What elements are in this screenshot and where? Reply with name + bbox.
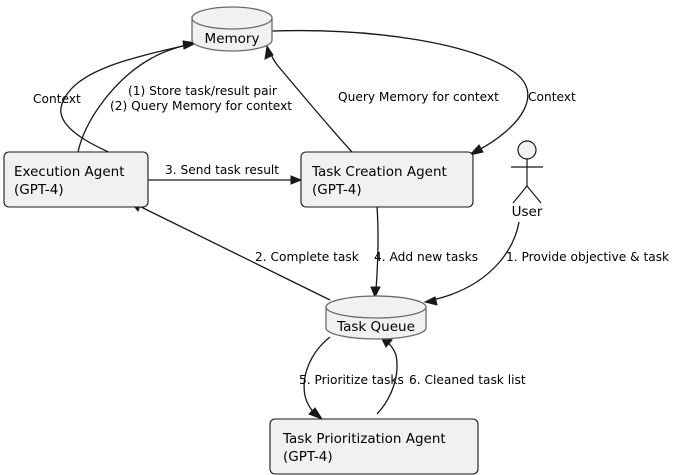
edge-label-creation-to-memory: Query Memory for context	[338, 90, 499, 104]
edge-label-memory-to-creation: Context	[528, 90, 576, 104]
edge-path-queue-to-prioritizer	[303, 336, 331, 416]
arrowhead-creation-to-memory	[264, 44, 274, 60]
node-execution-agent[interactable]: Execution Agent (GPT-4)	[3, 151, 149, 208]
edge-label-user-to-queue: 1. Provide objective & task	[506, 250, 670, 264]
edge-queue-to-prioritizer: 5. Prioritize tasks	[299, 336, 404, 421]
edge-label-execution-to-memory-line2: (2) Query Memory for context	[110, 99, 292, 113]
arrowhead-execution-to-creation	[290, 175, 303, 185]
task-prioritization-agent-label-line1: Task Prioritization Agent	[282, 431, 446, 447]
arrowhead-memory-to-creation	[468, 144, 484, 156]
memory-label: Memory	[205, 31, 260, 47]
edge-path-creation-to-queue	[375, 206, 379, 291]
arrowhead-user-to-queue	[423, 296, 438, 306]
edge-label-queue-to-execution: 2. Complete task	[255, 250, 360, 264]
edge-path-user-to-queue	[431, 221, 520, 301]
edge-queue-to-execution: 2. Complete task	[128, 200, 360, 301]
node-memory[interactable]: Memory	[191, 6, 273, 52]
edge-execution-to-creation: 3. Send task result	[148, 163, 303, 185]
edge-path-prioritizer-to-queue	[376, 339, 398, 415]
task-prioritization-agent-box	[269, 418, 479, 475]
edge-user-to-queue: 1. Provide objective & task	[423, 221, 670, 306]
edge-path-execution-to-memory	[77, 43, 191, 153]
task-creation-agent-label-line1: Task Creation Agent	[311, 164, 447, 180]
arrowhead-queue-to-prioritizer	[308, 407, 324, 421]
task-prioritization-agent-label-line2: (GPT-4)	[283, 449, 333, 465]
user-head-icon	[517, 140, 537, 160]
task-creation-agent-label-line2: (GPT-4)	[312, 182, 362, 198]
user-left-leg-line	[512, 185, 528, 204]
edge-label-prioritizer-to-queue: 6. Cleaned task list	[409, 373, 526, 387]
edge-path-creation-to-memory	[269, 51, 353, 153]
node-task-prioritization-agent[interactable]: Task Prioritization Agent (GPT-4)	[269, 418, 479, 475]
arrowhead-creation-to-queue	[370, 286, 381, 299]
execution-agent-box	[3, 151, 149, 208]
node-task-creation-agent[interactable]: Task Creation Agent (GPT-4)	[300, 151, 474, 208]
execution-agent-label-line1: Execution Agent	[14, 164, 125, 180]
node-user-actor[interactable]: User	[511, 140, 543, 220]
edge-path-queue-to-execution	[136, 204, 331, 301]
edge-memory-to-creation: Context	[271, 29, 576, 156]
edge-creation-to-queue: 4. Add new tasks	[370, 206, 478, 299]
user-right-leg-line	[526, 185, 542, 204]
edge-label-creation-to-queue: 4. Add new tasks	[374, 250, 478, 264]
task-queue-label: Task Queue	[336, 319, 415, 335]
node-task-queue[interactable]: Task Queue	[325, 295, 427, 340]
edge-label-queue-to-prioritizer: 5. Prioritize tasks	[299, 373, 404, 387]
task-queue-cylinder-top	[325, 295, 427, 319]
task-creation-agent-box	[300, 151, 474, 208]
edge-label-execution-to-creation: 3. Send task result	[165, 163, 279, 177]
edge-execution-to-memory: (1) Store task/result pair (2) Query Mem…	[77, 40, 292, 153]
memory-cylinder-top	[191, 6, 273, 30]
edge-label-memory-to-execution: Context	[33, 92, 81, 106]
user-label: User	[512, 204, 543, 220]
edge-label-execution-to-memory-line1: (1) Store task/result pair	[128, 84, 278, 98]
edge-creation-to-memory: Query Memory for context	[264, 44, 499, 153]
edge-path-memory-to-execution	[60, 42, 197, 164]
edge-path-memory-to-creation	[271, 29, 529, 152]
execution-agent-label-line2: (GPT-4)	[14, 182, 64, 198]
